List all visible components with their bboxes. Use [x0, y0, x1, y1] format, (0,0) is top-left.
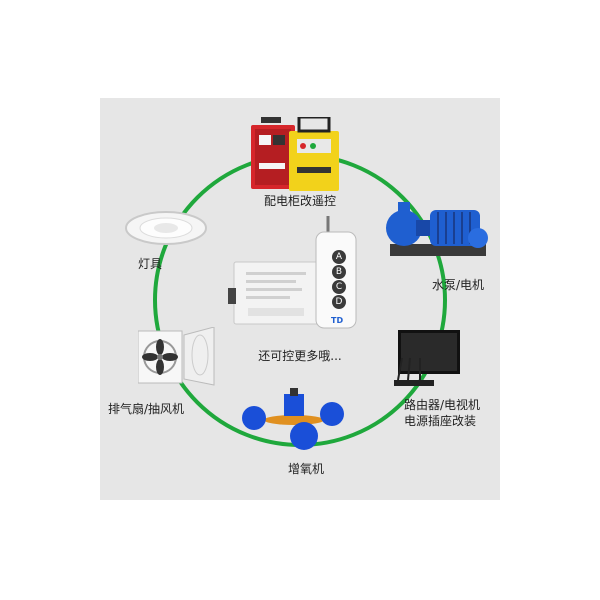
pump-housing	[386, 210, 422, 246]
exhaust-fan-image	[138, 327, 215, 386]
pump-label: 水泵/电机	[432, 278, 485, 292]
float-left	[242, 406, 266, 430]
remote-button-d: D	[332, 295, 346, 309]
pump-base	[390, 244, 486, 256]
fan-blades	[142, 339, 178, 375]
aerator-image	[242, 388, 344, 450]
tv-router-image	[394, 330, 460, 386]
ceiling-lamp-image	[125, 211, 207, 245]
router-body	[394, 380, 434, 386]
red-cabinet	[251, 117, 295, 189]
aerator-motor	[284, 394, 304, 416]
float-right	[320, 402, 344, 426]
remote-logo: TD	[331, 316, 344, 325]
relay-receiver-board	[228, 261, 321, 325]
lamp-label: 灯具	[138, 257, 163, 271]
more-devices-label: 还可控更多哦...	[258, 349, 342, 363]
remote-button-a: A	[332, 250, 346, 264]
aerator-label: 增氧机	[287, 462, 325, 476]
float-bottom	[290, 422, 318, 450]
aerator-arm	[264, 415, 324, 425]
remote-button-c: C	[332, 280, 346, 294]
fan-housing	[183, 327, 215, 386]
router-antennas	[397, 357, 421, 381]
remote-control-kit-image	[228, 216, 357, 329]
remote-button-b: B	[332, 265, 346, 279]
distribution-cabinet-image	[251, 117, 339, 191]
yellow-cabinet	[289, 117, 339, 191]
water-pump-image	[386, 202, 488, 256]
socket-label: 电源插座改装	[404, 414, 477, 428]
router-label: 路由器/电视机	[404, 398, 481, 412]
fan-label: 排气扇/抽风机	[108, 402, 185, 416]
cabinet-label: 配电柜改遥控	[263, 194, 337, 208]
